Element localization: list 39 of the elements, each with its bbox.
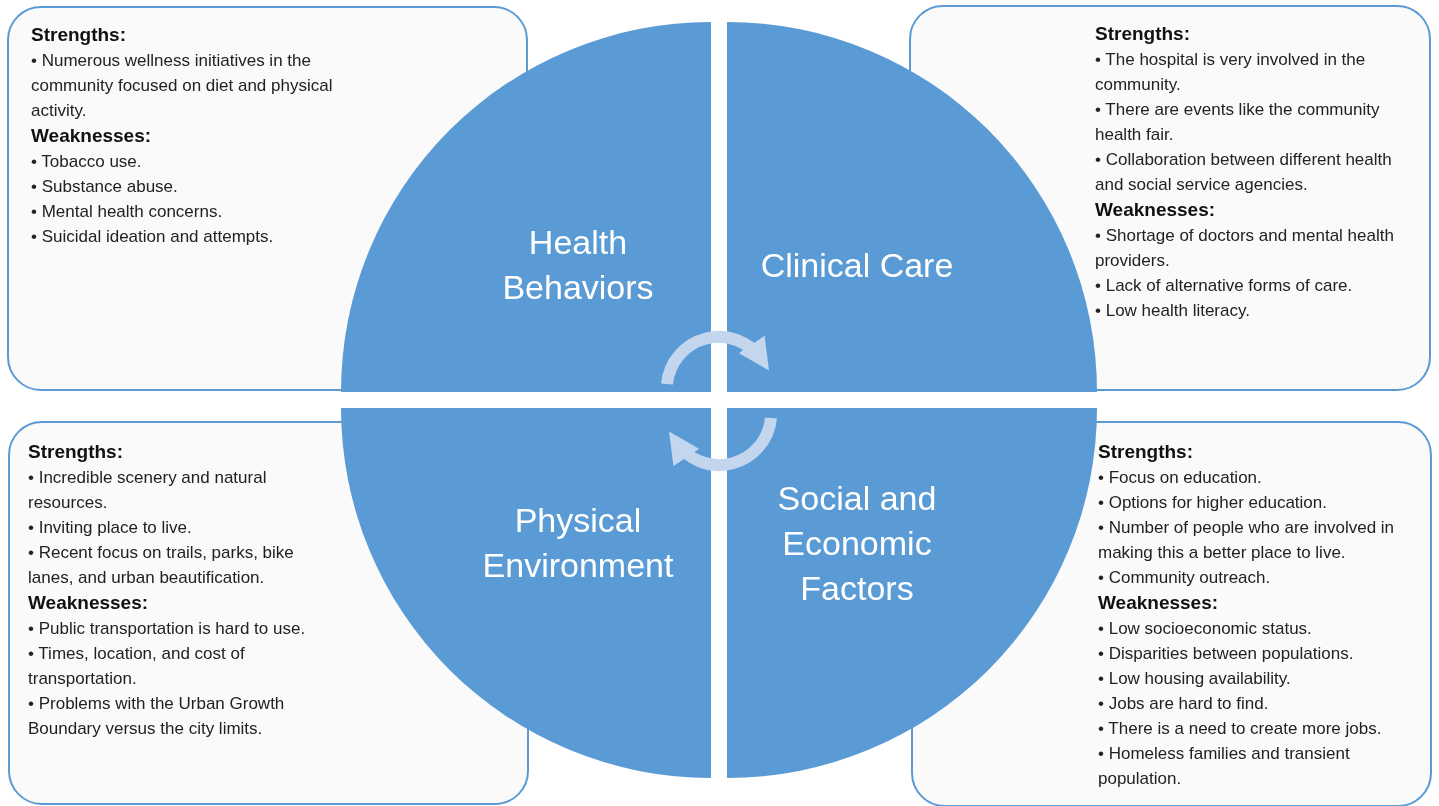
section-heading: Strengths: — [31, 23, 127, 47]
section-heading: Strengths: — [1098, 440, 1194, 464]
bullet-item: • Problems with the Urban Growth Boundary versus the city limits. — [28, 693, 286, 740]
segment-label: Health Behaviors — [501, 222, 655, 308]
bullet-item: • Disparities between populations. — [1098, 643, 1355, 665]
bullet-item: • The hospital is very involved in the community. — [1095, 49, 1367, 96]
bullet-item: • Public transportation is hard to use. — [28, 618, 307, 640]
bullet-item: • Low socioeconomic status. — [1098, 618, 1313, 640]
bullet-item: • Recent focus on trails, parks, bike lanes, and urban beautification. — [28, 542, 295, 589]
bullet-item: • Focus on education. — [1098, 467, 1263, 489]
section-heading: Weaknesses: — [1095, 198, 1217, 222]
bullet-item: • Shortage of doctors and mental health providers. — [1095, 225, 1395, 272]
bullet-item: • Lack of alternative forms of care. — [1095, 275, 1354, 297]
bullet-item: • Low health literacy. — [1095, 300, 1251, 322]
section-heading: Strengths: — [28, 440, 124, 464]
bullet-item: • Times, location, and cost of transportation. — [28, 643, 246, 690]
bullet-item: • Numerous wellness initiatives in the community focused on diet and physical activity. — [31, 50, 334, 122]
bullet-item: • There is a need to create more jobs. — [1098, 718, 1383, 740]
bullet-item: • Community outreach. — [1098, 567, 1272, 589]
segment-label: Physical Environment — [481, 500, 675, 586]
bullet-item: • Jobs are hard to find. — [1098, 693, 1270, 715]
section-heading: Weaknesses: — [1098, 591, 1220, 615]
bullet-item: • Suicidal ideation and attempts. — [31, 226, 275, 248]
section-heading: Weaknesses: — [31, 124, 153, 148]
bullet-item: • Homeless families and transient population. — [1098, 743, 1351, 790]
section-heading: Weaknesses: — [28, 591, 150, 615]
segment-label: Clinical Care — [759, 244, 955, 286]
bullet-item: • Substance abuse. — [31, 176, 179, 198]
bullet-item: • Number of people who are involved in making this a better place to live. — [1098, 517, 1396, 564]
bullet-item: • Incredible scenery and natural resources. — [28, 467, 268, 514]
bullet-item: • There are events like the community health fair. — [1095, 99, 1381, 146]
bullet-item: • Mental health concerns. — [31, 201, 224, 223]
bullet-item: • Options for higher education. — [1098, 492, 1328, 514]
bullet-item: • Collaboration between different health and social service agencies. — [1095, 149, 1393, 196]
section-heading: Strengths: — [1095, 22, 1191, 46]
segment-label: Social and Economic Factors — [776, 477, 938, 609]
bullet-item: • Tobacco use. — [31, 151, 143, 173]
bullet-item: • Inviting place to live. — [28, 517, 193, 539]
bullet-item: • Low housing availability. — [1098, 668, 1292, 690]
